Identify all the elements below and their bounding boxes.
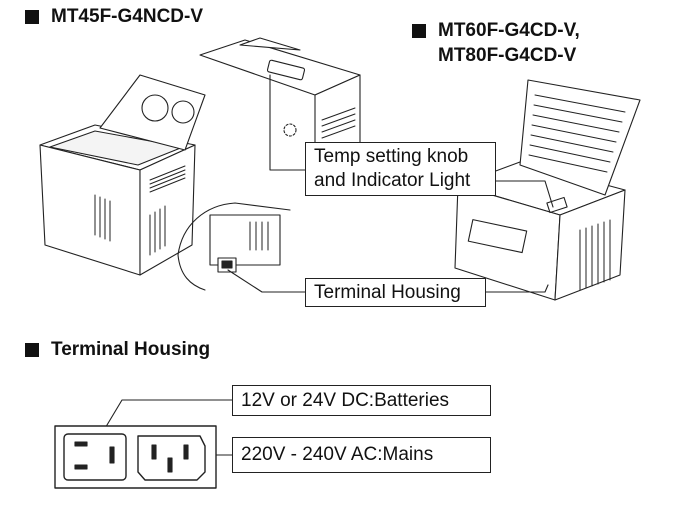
fridge-left-illustration	[39, 74, 206, 276]
temp-knob-line2: and Indicator Light	[314, 170, 471, 191]
dc-label: 12V or 24V DC:Batteries	[241, 390, 450, 411]
ac-label: 220V - 240V AC:Mains	[241, 444, 434, 465]
leader-lines	[97, 74, 554, 456]
model-left-heading: MT45F-G4NCD-V	[25, 6, 203, 28]
temp-knob-line1: Temp setting knob	[314, 146, 469, 167]
model-right-title-line1: MT60F-G4CD-V,	[438, 20, 580, 41]
square-bullet-icon	[25, 343, 39, 357]
terminal-zoom-illustration	[177, 202, 291, 291]
socket-panel	[54, 425, 217, 489]
terminal-housing-label: Terminal Housing	[314, 282, 461, 303]
square-bullet-icon	[412, 24, 426, 38]
model-left-title: MT45F-G4NCD-V	[51, 6, 204, 27]
terminal-section-heading: Terminal Housing	[25, 339, 210, 361]
dc-socket-icon	[63, 433, 127, 481]
square-bullet-icon	[25, 10, 39, 24]
terminal-section-title: Terminal Housing	[51, 339, 211, 360]
fridge-right-illustration	[454, 79, 641, 301]
ac-callout: 220V - 240V AC:Mains	[232, 437, 491, 473]
terminal-housing-callout: Terminal Housing	[305, 278, 486, 307]
model-right-title-line2: MT80F-G4CD-V	[438, 45, 577, 66]
ac-socket-icon	[137, 435, 206, 481]
temp-knob-callout: Temp setting knob and Indicator Light	[305, 142, 496, 196]
dc-callout: 12V or 24V DC:Batteries	[232, 385, 491, 416]
model-right-heading: MT60F-G4CD-V, MT80F-G4CD-V	[412, 18, 580, 68]
